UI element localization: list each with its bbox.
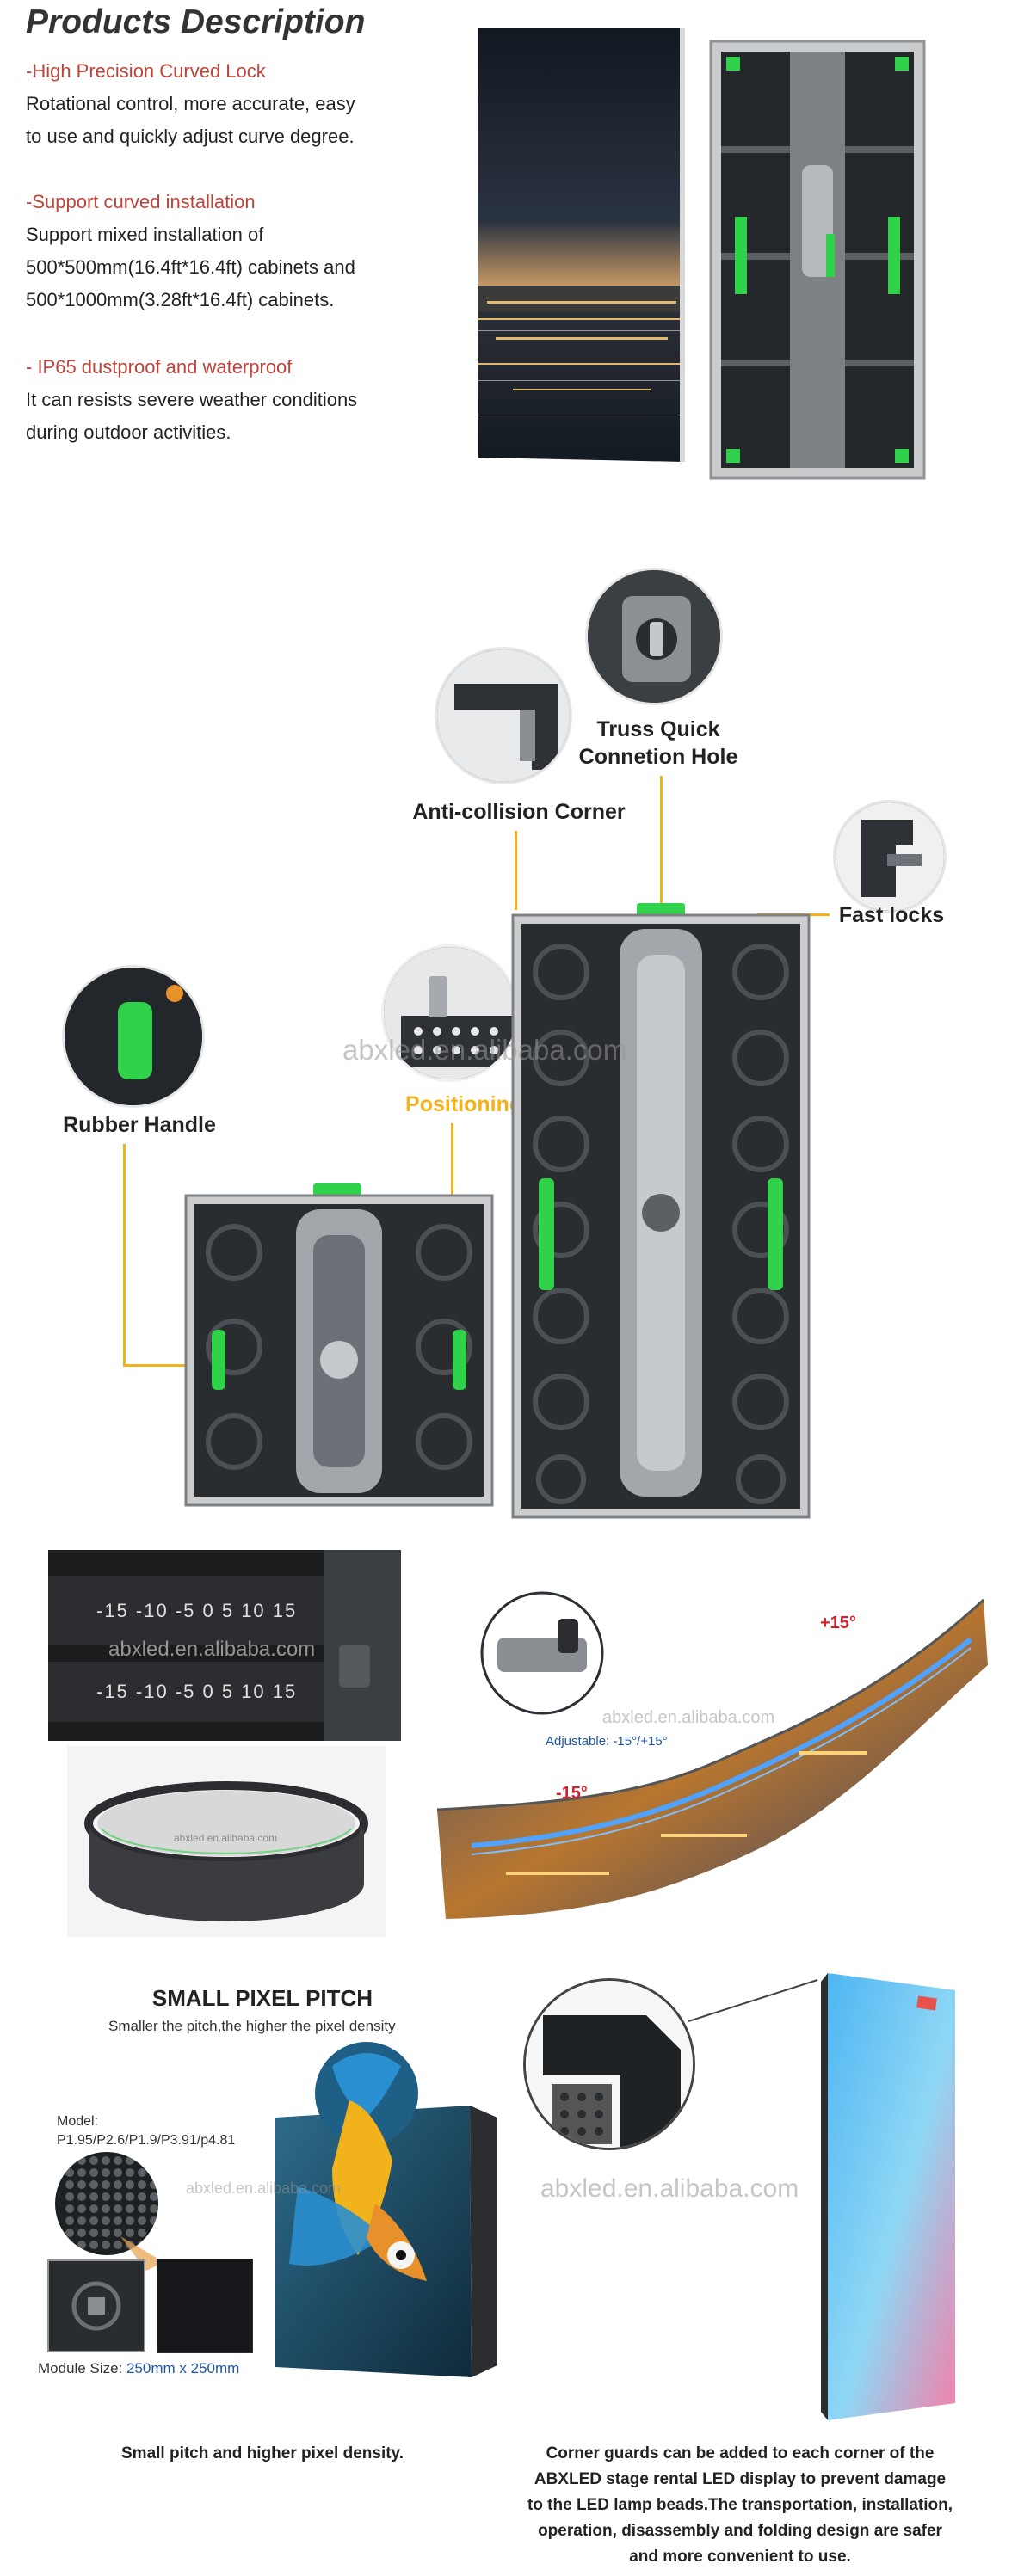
feature-line: 500*500mm(16.4ft*16.4ft) cabinets and [26, 256, 355, 278]
feature-heading: -Support curved installation [26, 191, 256, 212]
feature-line: Rotational control, more accurate, easy [26, 93, 355, 114]
guard-pointer-line [688, 1979, 818, 2022]
truss-label: Truss Quick Connetion Hole [568, 716, 749, 771]
truss-lead-line [660, 776, 663, 905]
feature-ip65: - IP65 dustproof and waterproof It can r… [26, 351, 422, 449]
rubber-handle-lead-line [123, 1144, 126, 1366]
pitch-subtitle: Smaller the pitch,the higher the pixel d… [108, 2018, 396, 2034]
small-cabinet-image [182, 1183, 496, 1509]
scale-bottom: -15 -10 -5 0 5 10 15 [96, 1681, 298, 1702]
fast-locks-label: Fast locks [838, 903, 945, 927]
feature-heading: -High Precision Curved Lock [26, 60, 266, 82]
feature-curved-installation: -Support curved installation Support mix… [26, 186, 422, 317]
pitch-title: SMALL PIXEL PITCH [151, 1985, 373, 2011]
curved-screen-image: Adjustable: -15°/+15° +15° -15° abxled.e… [436, 1588, 988, 1927]
parrot-panel-image [272, 2040, 504, 2384]
cabinet-back-image [706, 36, 929, 483]
corner-guard-closeup [523, 1978, 695, 2150]
feature-line: It can resists severe weather conditions [26, 389, 358, 410]
feature-curved-lock: -High Precision Curved Lock Rotational c… [26, 55, 422, 153]
truss-label-line: Connetion Hole [578, 745, 738, 769]
positioning-pin-closeup [381, 944, 519, 1082]
watermark: abxled.en.alibaba.com [174, 1832, 278, 1844]
circular-installation-image: abxled.en.alibaba.com [67, 1746, 386, 1937]
zoom-arrow [120, 2236, 163, 2271]
gradient-panel-image [809, 1973, 972, 2420]
anti-collision-label: Anti-collision Corner [412, 800, 626, 824]
module-size-label: Module Size: [38, 2360, 126, 2376]
caption-line: and more convenient to use. [629, 2548, 851, 2566]
module-size-value: 250mm x 250mm [126, 2360, 240, 2376]
caption-line: operation, disassembly and folding desig… [538, 2522, 942, 2540]
feature-heading: - IP65 dustproof and waterproof [26, 356, 293, 378]
module-size: Module Size: 250mm x 250mm [38, 2360, 239, 2377]
minus-degree-label: -15° [556, 1784, 588, 1803]
model-values: P1.95/P2.6/P1.9/P3.91/p4.81 [57, 2133, 236, 2148]
caption-line: to the LED lamp beads.The transportation… [527, 2496, 953, 2514]
section-title: Products Description [26, 3, 366, 40]
feature-line: to use and quickly adjust curve degree. [26, 126, 355, 147]
caption-line: ABXLED stage rental LED display to preve… [534, 2470, 947, 2488]
watermark: abxled.en.alibaba.com [186, 2179, 342, 2197]
module-back-image [46, 2259, 146, 2353]
anti-collision-closeup [435, 647, 572, 784]
truss-hole-closeup [585, 568, 723, 705]
model-label: Model: [57, 2114, 99, 2129]
anti-collision-lead-line [515, 831, 517, 910]
rubber-handle-label: Rubber Handle [63, 1113, 216, 1137]
adjustable-label: Adjustable: -15°/+15° [546, 1734, 668, 1749]
watermark: abxled.en.alibaba.com [342, 1034, 627, 1066]
positioning-pin-lead-line [451, 1123, 453, 1209]
truss-label-line: Truss Quick [596, 717, 720, 741]
curve-lock-scale-image: -15 -10 -5 0 5 10 15 -15 -10 -5 0 5 10 1… [48, 1550, 401, 1741]
led-closeup [55, 2152, 158, 2255]
scale-top: -15 -10 -5 0 5 10 15 [96, 1600, 298, 1621]
rubber-handle-closeup [62, 965, 205, 1108]
led-panel-front-image [478, 28, 685, 462]
caption-right: Corner guards can be added to each corne… [499, 2441, 981, 2570]
caption-left: Small pitch and higher pixel density. [121, 2444, 404, 2462]
large-cabinet-image [509, 903, 812, 1521]
caption-line: Corner guards can be added to each corne… [546, 2444, 935, 2462]
plus-degree-label: +15° [820, 1614, 856, 1632]
watermark: abxled.en.alibaba.com [108, 1638, 316, 1661]
feature-line: during outdoor activities. [26, 421, 231, 443]
watermark: abxled.en.alibaba.com [602, 1708, 775, 1727]
module-front-image [156, 2258, 254, 2354]
watermark: abxled.en.alibaba.com [540, 2174, 799, 2203]
feature-line: 500*1000mm(3.28ft*16.4ft) cabinets. [26, 289, 335, 310]
rubber-handle-lead-line [123, 1364, 216, 1367]
feature-line: Support mixed installation of [26, 224, 264, 245]
fast-lock-closeup [833, 800, 947, 913]
